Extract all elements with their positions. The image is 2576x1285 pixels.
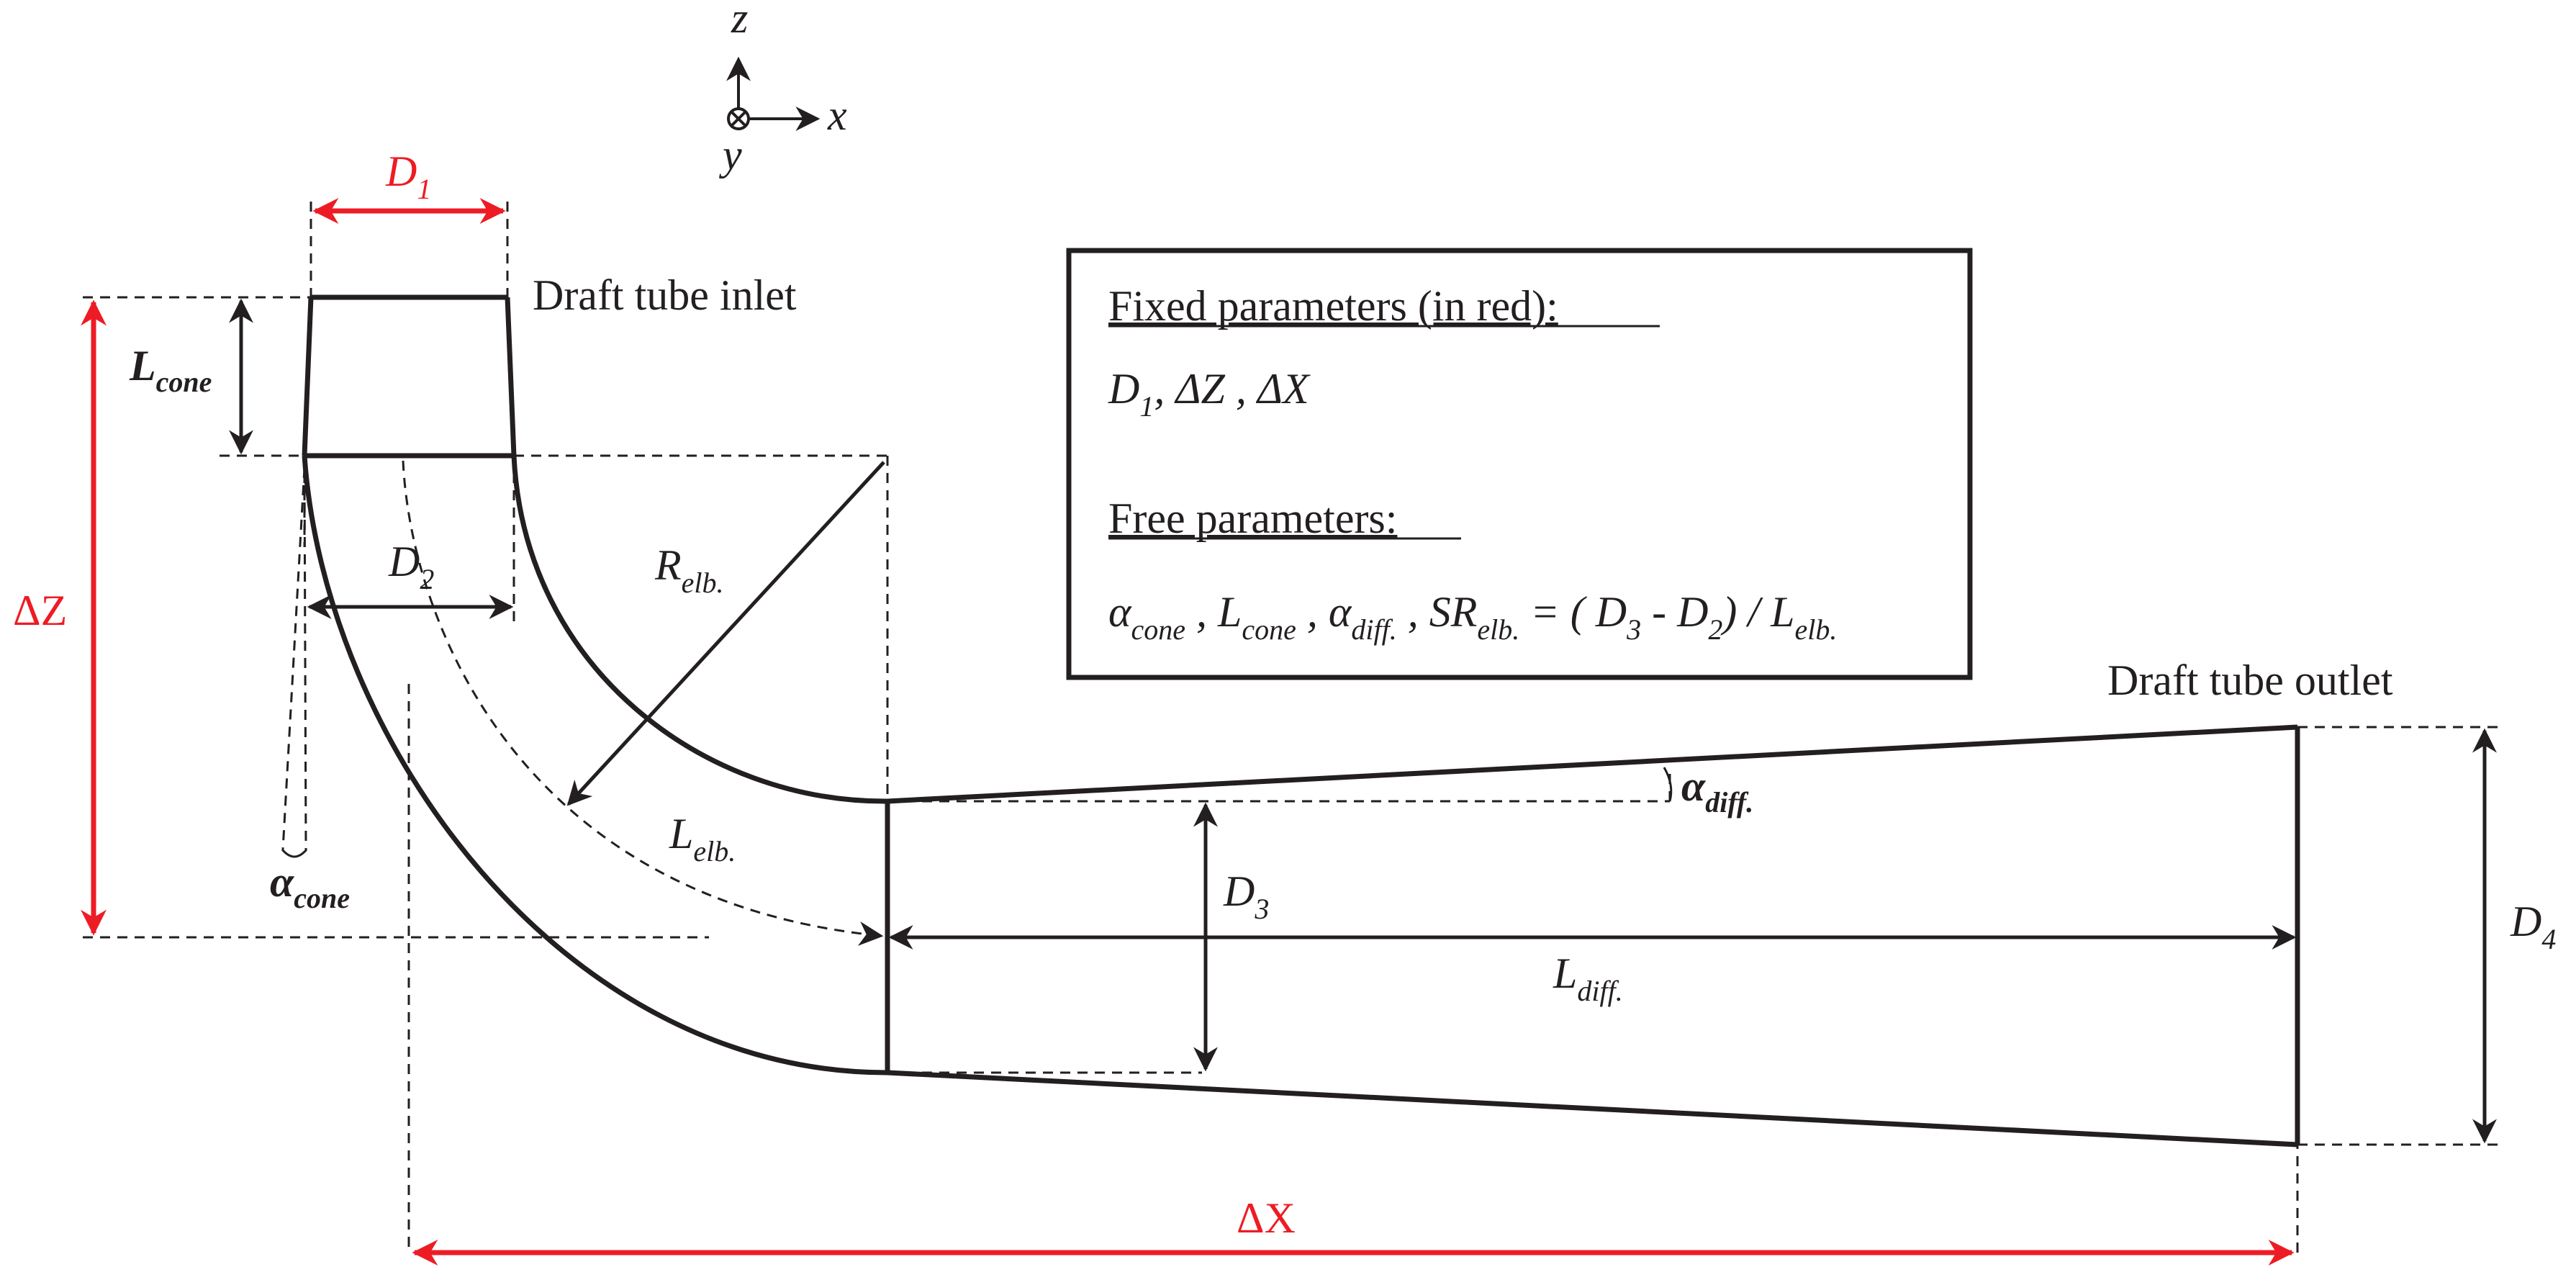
alpha-diff-label: αdiff. [1681,762,1753,819]
fixed-dimension-arrows [81,198,2295,1266]
inlet-label: Draft tube inlet [533,271,797,319]
alpha-cone-label: αcone [270,858,350,914]
x-axis-label: x [827,91,847,139]
diffuser-top-wall [887,724,2298,804]
construction-lines [83,202,2498,1253]
cone-right-wall [505,297,517,456]
d2-label: D2 [388,538,434,595]
dz-label: ΔZ [13,587,67,634]
lcone-label: Lcone [129,342,212,398]
y-axis-label: y [718,131,742,179]
axis-triad: z x y [718,0,847,179]
draft-tube-outline [302,294,2300,1148]
free-parameters-title: Free parameters: [1108,495,1397,542]
outlet-label: Draft tube outlet [2107,657,2393,704]
elbow-outer-wall [302,455,888,1076]
d3-label: D3 [1223,867,1269,925]
parameter-box: Fixed parameters (in red): D1, ΔZ , ΔX F… [1066,248,1973,680]
cone-left-wall [302,297,314,456]
lelb-label: Lelb. [669,810,736,867]
dimension-arrows [229,298,2497,1144]
free-parameters-list: αcone , Lcone , αdiff. , SRelb. = ( D3 -… [1108,588,1837,646]
elbow-inner-wall [511,455,888,804]
alpha-cone-arc [281,848,308,858]
d4-label: D4 [2510,898,2556,955]
d1-label: D1 [385,148,431,205]
fixed-parameters-title: Fixed parameters (in red): [1108,282,1558,330]
fixed-parameters-list: D1, ΔZ , ΔX [1108,365,1311,423]
alpha-diff-arc [1663,767,1673,802]
z-axis-label: z [731,0,748,42]
ldiff-label: Ldiff. [1553,950,1623,1007]
dx-label: ΔX [1237,1194,1296,1242]
relb-arrow [566,461,885,806]
relb-label: Relb. [654,541,724,599]
parameter-box-frame [1066,248,1973,680]
diffuser-bottom-wall [887,1070,2298,1148]
